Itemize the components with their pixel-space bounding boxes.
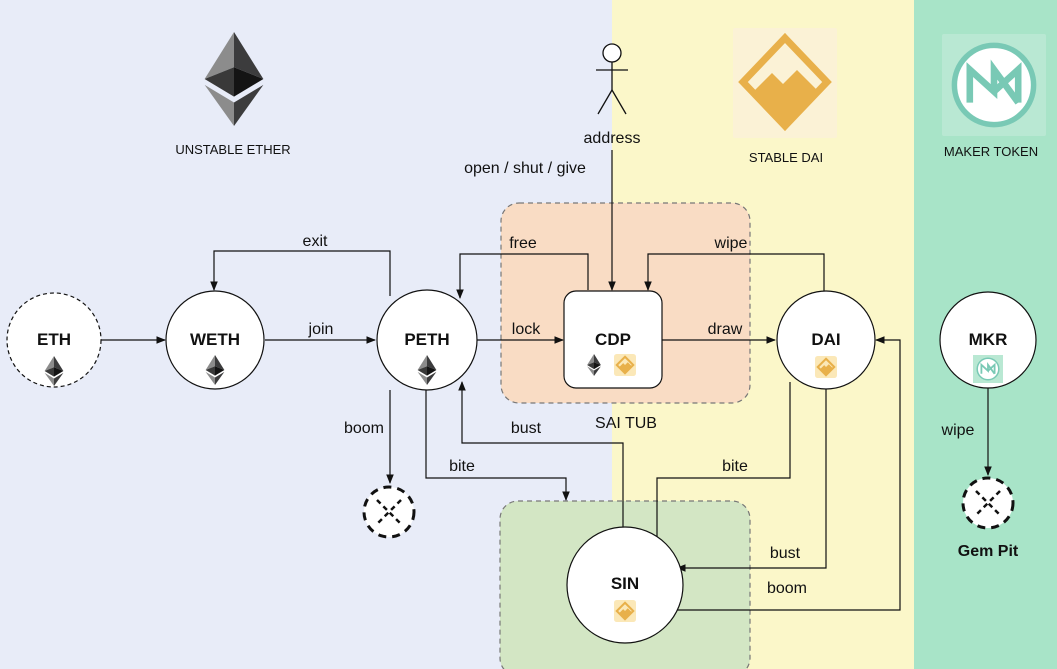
stable-dai-label: STABLE DAI xyxy=(749,150,823,165)
bust-right-edge xyxy=(676,388,827,572)
bite-left-edge xyxy=(425,390,570,501)
maker-logo-icon xyxy=(942,34,1046,136)
peth-node: PETH xyxy=(376,289,478,391)
bite-right-label: bite xyxy=(722,458,748,475)
draw-label: draw xyxy=(708,321,743,338)
cdp-node: CDP xyxy=(563,290,663,389)
bite-right-edge xyxy=(653,382,791,556)
boom-right-edge xyxy=(677,336,901,611)
bust-left-edge xyxy=(458,381,624,555)
dai-icon xyxy=(614,600,636,622)
sai-tub-label: SAI TUB xyxy=(595,415,657,432)
boom-right-label: boom xyxy=(767,580,807,597)
peth-label: PETH xyxy=(404,330,449,349)
gem-pit-label: Gem Pit xyxy=(958,543,1019,560)
weth-node: WETH xyxy=(165,290,265,390)
dai-icon xyxy=(815,356,837,378)
eth-label: ETH xyxy=(37,330,71,349)
sin-label: SIN xyxy=(611,574,639,593)
wipe-top-label: wipe xyxy=(714,235,748,252)
eth-node: ETH xyxy=(6,292,102,388)
dai-logo-icon xyxy=(733,28,837,138)
exit-label: exit xyxy=(303,233,328,250)
dai-node: DAI xyxy=(776,290,876,390)
dai-label: DAI xyxy=(811,330,840,349)
maker-token-label: MAKER TOKEN xyxy=(944,144,1038,159)
stick-figure-icon xyxy=(596,43,628,115)
free-label: free xyxy=(509,235,537,252)
boom-left-label: boom xyxy=(344,420,384,437)
bust-left-label: bust xyxy=(511,420,542,437)
dai-icon xyxy=(614,354,636,376)
weth-label: WETH xyxy=(190,330,240,349)
open-shut-give-label: open / shut / give xyxy=(464,160,586,177)
cdp-label: CDP xyxy=(595,330,631,349)
address-label: address xyxy=(584,130,641,147)
mkr-node: MKR xyxy=(939,291,1037,389)
exit-edge xyxy=(210,250,391,296)
ethereum-logo-icon xyxy=(204,32,264,126)
lock-label: lock xyxy=(512,321,541,338)
maker-icon xyxy=(976,357,1000,381)
join-label: join xyxy=(308,321,334,338)
free-edge xyxy=(456,253,589,299)
dashed-x-icon xyxy=(362,485,416,539)
wipe-mkr-label: wipe xyxy=(941,422,975,439)
bite-left-label: bite xyxy=(449,458,475,475)
unstable-ether-label: UNSTABLE ETHER xyxy=(175,142,290,157)
bust-right-label: bust xyxy=(770,545,801,562)
mkr-label: MKR xyxy=(969,330,1008,349)
wipe-top-edge xyxy=(644,253,825,292)
dashed-x-icon xyxy=(961,476,1015,530)
sin-node: SIN xyxy=(566,526,684,644)
